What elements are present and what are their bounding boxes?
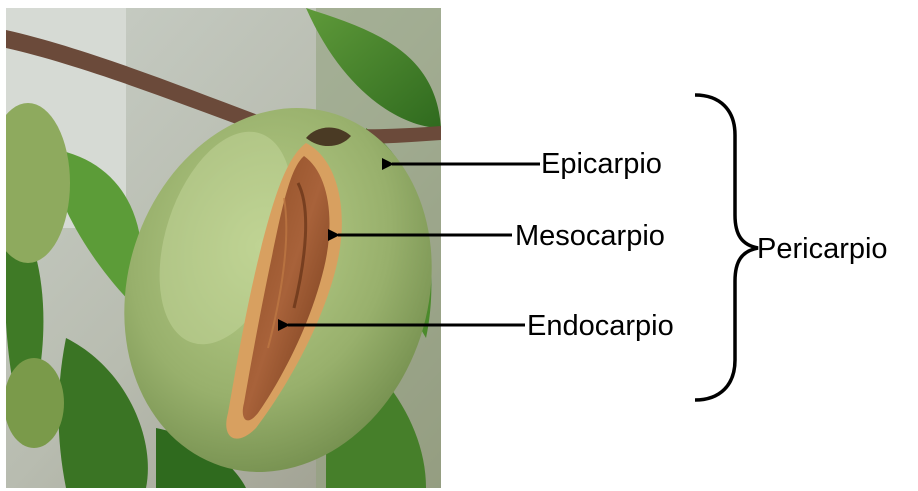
pericarp-label: Pericarpio bbox=[757, 235, 888, 264]
endocarp-label: Endocarpio bbox=[527, 312, 674, 341]
epicarp-label: Epicarpio bbox=[541, 150, 662, 179]
pericarp-brace bbox=[695, 95, 758, 400]
mesocarp-label: Mesocarpio bbox=[515, 222, 665, 251]
